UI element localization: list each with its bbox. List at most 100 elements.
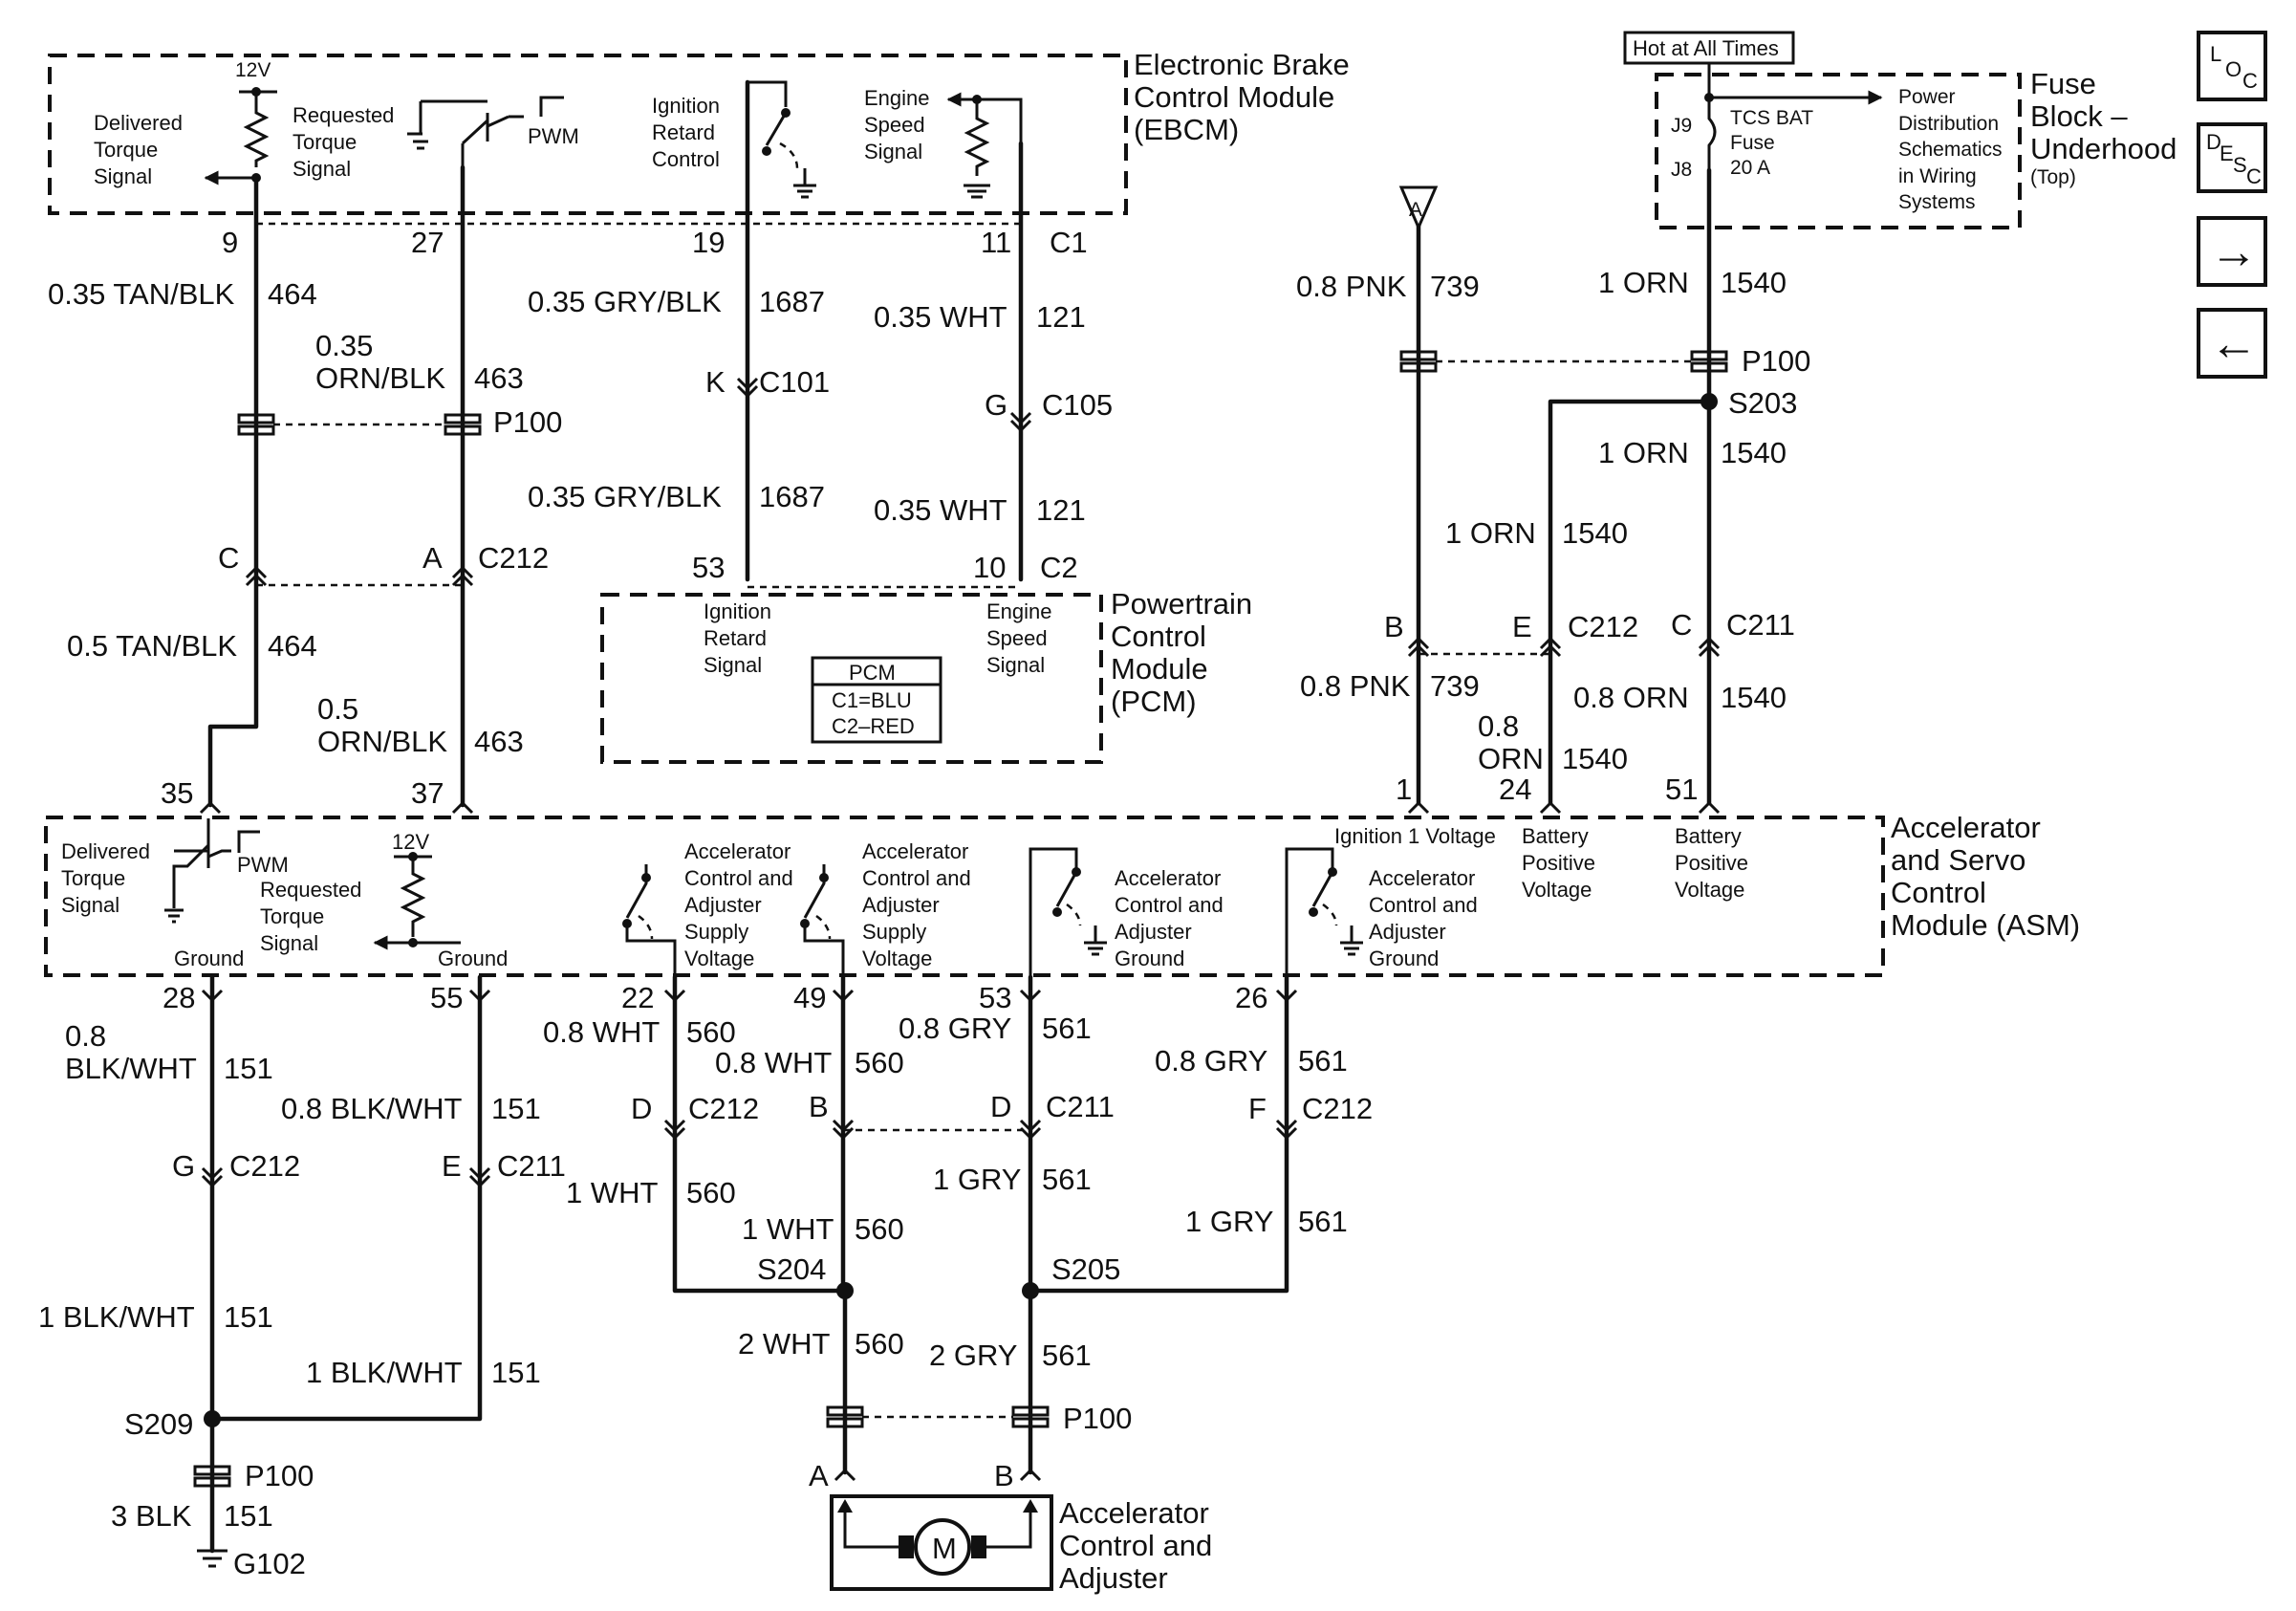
ebcm-title: Electronic Brake Control Module (EBCM) (1134, 48, 1350, 146)
next-page-button[interactable]: → (2197, 216, 2267, 287)
svg-text:1 BLK/WHT: 1 BLK/WHT (306, 1356, 463, 1389)
svg-text:G102: G102 (233, 1547, 306, 1580)
svg-text:Speed: Speed (986, 626, 1048, 650)
svg-text:Supply: Supply (862, 920, 926, 944)
svg-text:C212: C212 (1568, 610, 1638, 643)
svg-text:and Servo: and Servo (1891, 843, 2025, 877)
asm-box (44, 816, 1885, 977)
desc-letter-d: D (2206, 130, 2221, 154)
svg-text:F: F (1248, 1092, 1267, 1125)
svg-text:Control Module: Control Module (1134, 80, 1334, 114)
actuator-box (830, 1494, 1053, 1591)
connector-labels: K C101 G C105 P100 C A C212 P100 S203 B … (124, 199, 1810, 1580)
svg-text:B: B (994, 1459, 1014, 1492)
svg-text:Power: Power (1898, 86, 1956, 108)
svg-text:561: 561 (1042, 1163, 1092, 1196)
wire-labels: 0.35 TAN/BLK 464 0.35 ORN/BLK 463 0.35 G… (38, 266, 1787, 1533)
svg-text:C: C (218, 541, 239, 575)
ebcm-box (48, 54, 1128, 215)
svg-text:Adjuster: Adjuster (1059, 1561, 1168, 1595)
svg-text:1 GRY: 1 GRY (1185, 1205, 1273, 1238)
svg-text:561: 561 (1042, 1339, 1092, 1372)
svg-text:Module (ASM): Module (ASM) (1891, 908, 2080, 942)
svg-text:C212: C212 (229, 1149, 300, 1183)
svg-text:Adjuster: Adjuster (862, 893, 940, 917)
svg-text:Control and: Control and (862, 866, 971, 890)
svg-text:1 BLK/WHT: 1 BLK/WHT (38, 1300, 195, 1334)
svg-text:1540: 1540 (1721, 266, 1787, 299)
svg-text:12V: 12V (235, 59, 271, 81)
svg-text:0.8 WHT: 0.8 WHT (715, 1046, 832, 1079)
svg-text:0.35 TAN/BLK: 0.35 TAN/BLK (48, 277, 235, 311)
svg-text:560: 560 (855, 1327, 904, 1361)
desc-letter-s: S (2233, 153, 2247, 177)
svg-text:51: 51 (1665, 773, 1698, 806)
svg-text:Block –: Block – (2030, 99, 2128, 133)
svg-text:24: 24 (1499, 773, 1531, 806)
svg-text:561: 561 (1298, 1205, 1348, 1238)
svg-text:Torque: Torque (292, 130, 357, 154)
svg-text:Positive: Positive (1522, 851, 1595, 875)
svg-text:(EBCM): (EBCM) (1134, 113, 1239, 146)
svg-text:0.8 PNK: 0.8 PNK (1296, 270, 1407, 303)
svg-text:C212: C212 (688, 1092, 759, 1125)
arrow-right-icon: → (2210, 225, 2258, 278)
svg-text:0.8 GRY: 0.8 GRY (899, 1012, 1011, 1045)
svg-text:C105: C105 (1042, 388, 1113, 422)
svg-text:11: 11 (981, 226, 1011, 259)
fuse-internal: Hot at All Times J9 J8 TCS BAT Fuse 20 A… (1623, 31, 2003, 213)
svg-text:PCM: PCM (849, 661, 896, 685)
svg-text:Signal: Signal (704, 653, 762, 677)
svg-text:20 A: 20 A (1730, 157, 1770, 179)
actuator-title: Accelerator Control and Adjuster (1059, 1496, 1212, 1595)
svg-text:Module: Module (1111, 652, 1208, 686)
svg-text:3 BLK: 3 BLK (111, 1499, 192, 1533)
svg-text:K: K (705, 365, 726, 399)
svg-text:Signal: Signal (94, 164, 152, 188)
location-button[interactable]: L O C (2197, 31, 2267, 101)
svg-text:151: 151 (224, 1300, 273, 1334)
pcm-title: Powertrain Control Module (PCM) (1111, 587, 1252, 718)
svg-text:M: M (932, 1532, 957, 1565)
svg-text:S204: S204 (757, 1252, 826, 1286)
svg-text:463: 463 (474, 361, 524, 395)
svg-text:Adjuster: Adjuster (684, 893, 762, 917)
svg-text:560: 560 (686, 1015, 736, 1049)
svg-text:0.8 GRY: 0.8 GRY (1155, 1044, 1267, 1078)
svg-text:151: 151 (224, 1052, 273, 1085)
svg-text:Requested: Requested (292, 103, 394, 127)
svg-text:Control and: Control and (1369, 893, 1478, 917)
svg-text:Speed: Speed (864, 113, 925, 137)
svg-text:A: A (1409, 199, 1422, 221)
svg-text:Ground: Ground (438, 947, 508, 970)
svg-text:Torque: Torque (61, 866, 125, 890)
svg-text:560: 560 (686, 1176, 736, 1209)
svg-text:P100: P100 (1742, 344, 1810, 378)
svg-text:0.35 GRY/BLK: 0.35 GRY/BLK (528, 285, 722, 318)
svg-text:0.5 TAN/BLK: 0.5 TAN/BLK (67, 629, 237, 663)
svg-text:Supply: Supply (684, 920, 748, 944)
svg-text:B: B (1384, 610, 1404, 643)
svg-text:560: 560 (855, 1046, 904, 1079)
svg-text:0.8 BLK/WHT: 0.8 BLK/WHT (281, 1092, 463, 1125)
svg-text:0.35 WHT: 0.35 WHT (874, 493, 1007, 527)
svg-text:Delivered: Delivered (94, 111, 183, 135)
svg-text:ORN: ORN (1478, 742, 1544, 775)
svg-text:C1: C1 (1050, 226, 1088, 259)
description-button[interactable]: D E S C (2197, 122, 2267, 193)
svg-text:0.8 WHT: 0.8 WHT (543, 1015, 660, 1049)
svg-text:739: 739 (1430, 270, 1480, 303)
svg-text:10: 10 (973, 551, 1006, 584)
svg-text:C1=BLU: C1=BLU (832, 688, 912, 712)
svg-text:Engine: Engine (864, 86, 930, 110)
svg-text:PWM: PWM (528, 124, 579, 148)
svg-text:Voltage: Voltage (1522, 878, 1592, 902)
svg-text:Fuse: Fuse (2030, 67, 2096, 100)
asm-internal: Delivered Torque Signal PWM Requested To… (61, 818, 1748, 977)
svg-text:561: 561 (1298, 1044, 1348, 1078)
svg-text:55: 55 (430, 981, 463, 1014)
svg-text:Control and: Control and (684, 866, 793, 890)
svg-text:0.35 GRY/BLK: 0.35 GRY/BLK (528, 480, 722, 513)
previous-page-button[interactable]: ← (2197, 308, 2267, 379)
svg-text:ORN/BLK: ORN/BLK (315, 361, 445, 395)
